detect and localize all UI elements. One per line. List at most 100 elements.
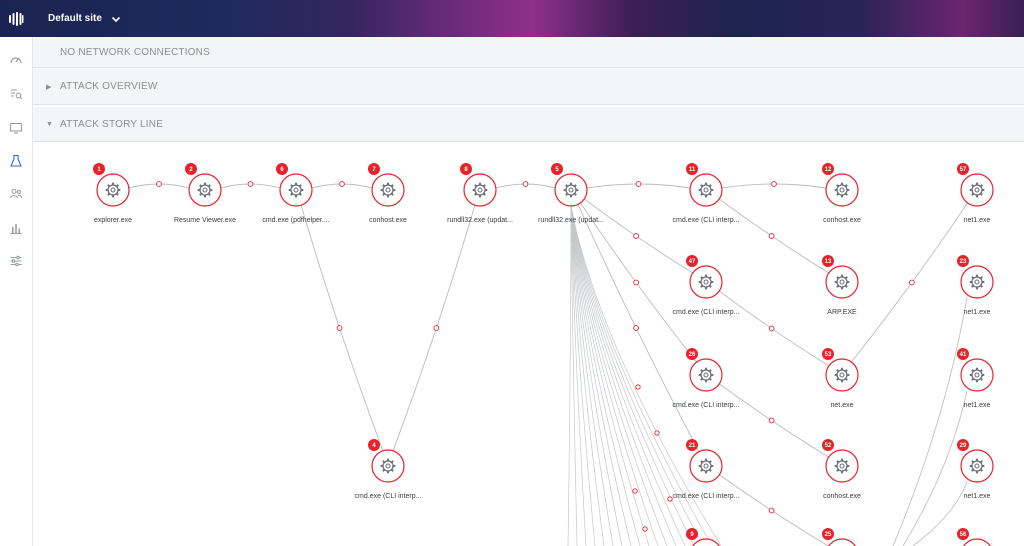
graph-edge [570,205,686,546]
monitor-icon[interactable] [9,121,23,135]
gear-icon [698,458,714,474]
gear-icon [834,367,850,383]
gear-icon [969,458,985,474]
node-badge [957,528,969,540]
edge-marker[interactable] [635,384,641,390]
sidebar [0,37,33,546]
edge-marker[interactable] [635,181,642,187]
node-badge [822,348,834,360]
process-node-ring [963,538,991,546]
caret-right-icon: ▶ [46,83,52,91]
attack-storyline-section[interactable]: ▼ ATTACK STORY LINE [33,107,1024,142]
site-selector[interactable]: Default site [48,0,122,37]
node-badge [957,439,969,451]
process-node[interactable]: 7 conhost.exe [368,163,407,224]
search-list-icon[interactable] [9,87,23,101]
edge-marker[interactable] [339,181,345,187]
edge-marker[interactable] [642,526,648,532]
node-badge [686,255,698,267]
attack-storyline-label: ATTACK STORY LINE [60,118,164,130]
edge-marker[interactable] [633,279,639,286]
edge-marker[interactable] [771,181,777,187]
node-label: conhost.exe [369,217,407,224]
gear-icon [698,367,714,383]
edge-marker[interactable] [768,507,775,514]
process-node[interactable]: 25 [822,528,858,546]
edge-marker[interactable] [336,325,343,331]
node-badge-number: 7 [372,167,376,173]
node-badge-number: 12 [825,167,832,173]
node-badge-number: 56 [960,532,967,538]
node-label: net1.exe [964,309,991,316]
edge-marker[interactable] [768,325,775,332]
node-badge-number: 53 [825,352,832,358]
node-label: cmd.exe (CLI interp... [355,493,422,500]
edge-marker[interactable] [909,279,915,286]
edge-marker[interactable] [632,488,638,494]
edge-marker[interactable] [633,233,639,239]
node-badge [686,528,698,540]
gear-icon [969,274,985,290]
edge-marker[interactable] [433,325,440,331]
node-badge [686,348,698,360]
node-badge [368,163,380,175]
process-node-ring [692,538,720,546]
edge-marker[interactable] [667,496,673,502]
flask-icon[interactable] [9,154,23,168]
edge-marker[interactable] [768,417,775,424]
top-bar: Default site [0,0,1024,37]
process-node[interactable]: 9 [686,528,722,546]
edge-marker[interactable] [654,430,660,436]
users-icon[interactable] [9,187,23,201]
node-label: cmd.exe (CLI interp... [673,309,740,316]
node-badge [957,163,969,175]
main-content: NO NETWORK CONNECTIONS ▶ ATTACK OVERVIEW… [33,37,1024,546]
graph-edge [570,205,623,546]
network-connections-label: NO NETWORK CONNECTIONS [60,46,210,58]
node-label: explorer.exe [94,217,132,224]
node-label: cmd.exe (CLI interp... [673,493,740,500]
node-badge [686,439,698,451]
attack-overview-section[interactable]: ▶ ATTACK OVERVIEW [33,69,1024,105]
node-badge [686,163,698,175]
process-node[interactable]: 56 [957,528,993,546]
node-label: net1.exe [964,493,991,500]
sliders-icon[interactable] [9,254,23,268]
edge-marker[interactable] [247,181,254,187]
edge-marker[interactable] [768,233,775,239]
node-badge-number: 6 [280,167,284,173]
node-badge-number: 5 [555,167,559,173]
node-badge [276,163,288,175]
graph-edge [570,205,704,546]
sentinel-logo-icon[interactable] [0,0,32,37]
attack-overview-label: ATTACK OVERVIEW [60,81,158,92]
node-badge [551,163,563,175]
node-badge [822,255,834,267]
graph-edge [570,205,578,546]
gauge-icon[interactable] [9,53,23,67]
graph-edge [570,205,695,546]
bar-chart-icon[interactable] [9,221,23,235]
edge-marker[interactable] [522,181,529,187]
edge-marker[interactable] [633,325,639,331]
edge-marker[interactable] [156,181,162,187]
